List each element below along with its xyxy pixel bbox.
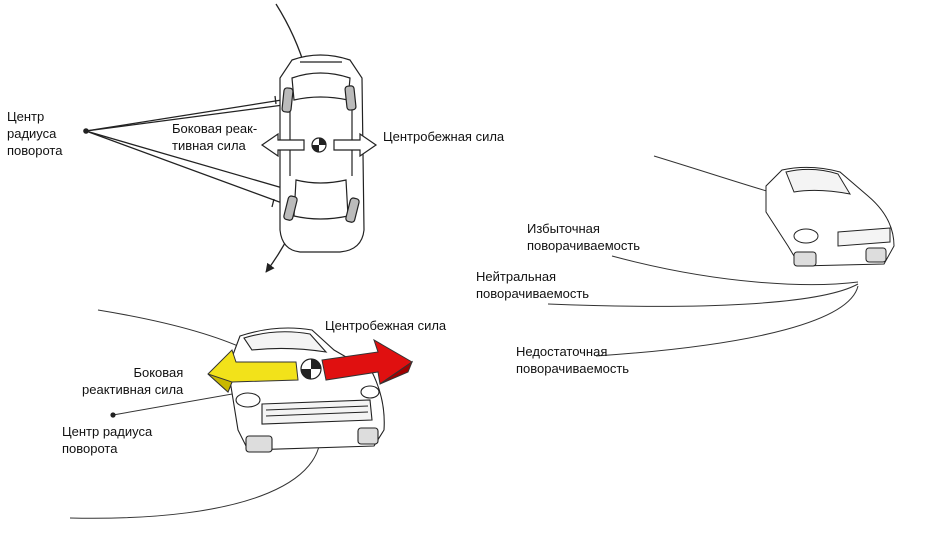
car-front-view-icon [765,166,895,267]
understeer-label: Недостаточная поворачиваемость [516,344,630,376]
center-of-turn-point [110,412,116,418]
center-of-gravity-icon [311,137,327,153]
understeer-line [595,285,859,357]
lateral-force-arrow [260,132,305,158]
center-of-gravity-icon [300,358,322,380]
centrifugal-force-arrow-3d [321,338,414,385]
top-center-of-radius-label: Центр радиуса поворота [7,109,63,158]
center-of-turn-point [83,128,89,134]
oversteer-line [611,255,859,286]
oversteer-curve [653,155,771,193]
car-top-view-icon [279,54,365,253]
car-front-view-icon [227,327,385,453]
neutral-line [547,283,859,307]
radius-line [85,98,289,132]
top-centrifugal-force-label: Центробежная сила [383,129,505,144]
centrifugal-force-arrow [333,132,378,158]
bottom-lateral-force-label: Боковая реактивная сила [82,365,184,397]
top-lateral-force-label: Боковая реак- тивная сила [172,121,258,153]
neutral-steer-label: Нейтральная поворачиваемость [476,269,590,301]
oversteer-label: Избыточная поворачиваемость [527,221,641,253]
bottom-center-of-radius-label: Центр радиуса поворота [62,424,153,456]
bottom-centrifugal-force-label: Центробежная сила [325,318,447,333]
lateral-force-arrow-3d [207,349,299,393]
radius-line [85,130,294,208]
